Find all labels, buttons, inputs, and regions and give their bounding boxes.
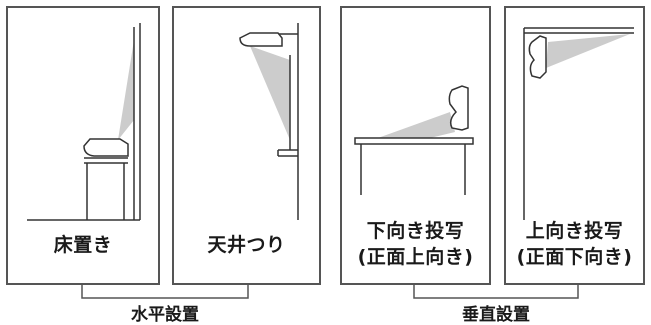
floor-scene xyxy=(27,23,141,221)
panel-frame-ceiling xyxy=(172,6,321,285)
projector-device xyxy=(448,85,469,131)
stand-table xyxy=(84,157,128,220)
downward-scene xyxy=(354,85,474,195)
table-top xyxy=(354,137,474,145)
projector-device xyxy=(239,32,283,47)
panel-label-ceiling: 天井つり xyxy=(207,234,286,256)
ceiling-scene xyxy=(239,23,299,220)
panel-frame-downward xyxy=(340,6,491,285)
vertical-group-bracket xyxy=(413,284,579,299)
panel-frame-upward xyxy=(504,6,645,285)
horizontal-group-bracket xyxy=(81,284,249,299)
projection-beam xyxy=(118,40,134,140)
projector-device xyxy=(528,35,547,79)
projection-beam xyxy=(546,34,630,68)
panel-label-upward: 上向き投写 (正面下向き) xyxy=(516,220,633,268)
projection-beam xyxy=(250,46,290,140)
group-label-horizontal: 水平設置 xyxy=(131,305,199,325)
upward-scene xyxy=(523,27,634,220)
projection-beam xyxy=(378,112,455,138)
panel-frame-floor xyxy=(6,6,160,285)
projector-device xyxy=(83,138,129,157)
group-label-vertical: 垂直設置 xyxy=(462,305,530,325)
panel-label-floor: 床置き xyxy=(53,234,113,256)
panel-label-downward: 下向き投写 (正面上向き) xyxy=(357,220,474,268)
